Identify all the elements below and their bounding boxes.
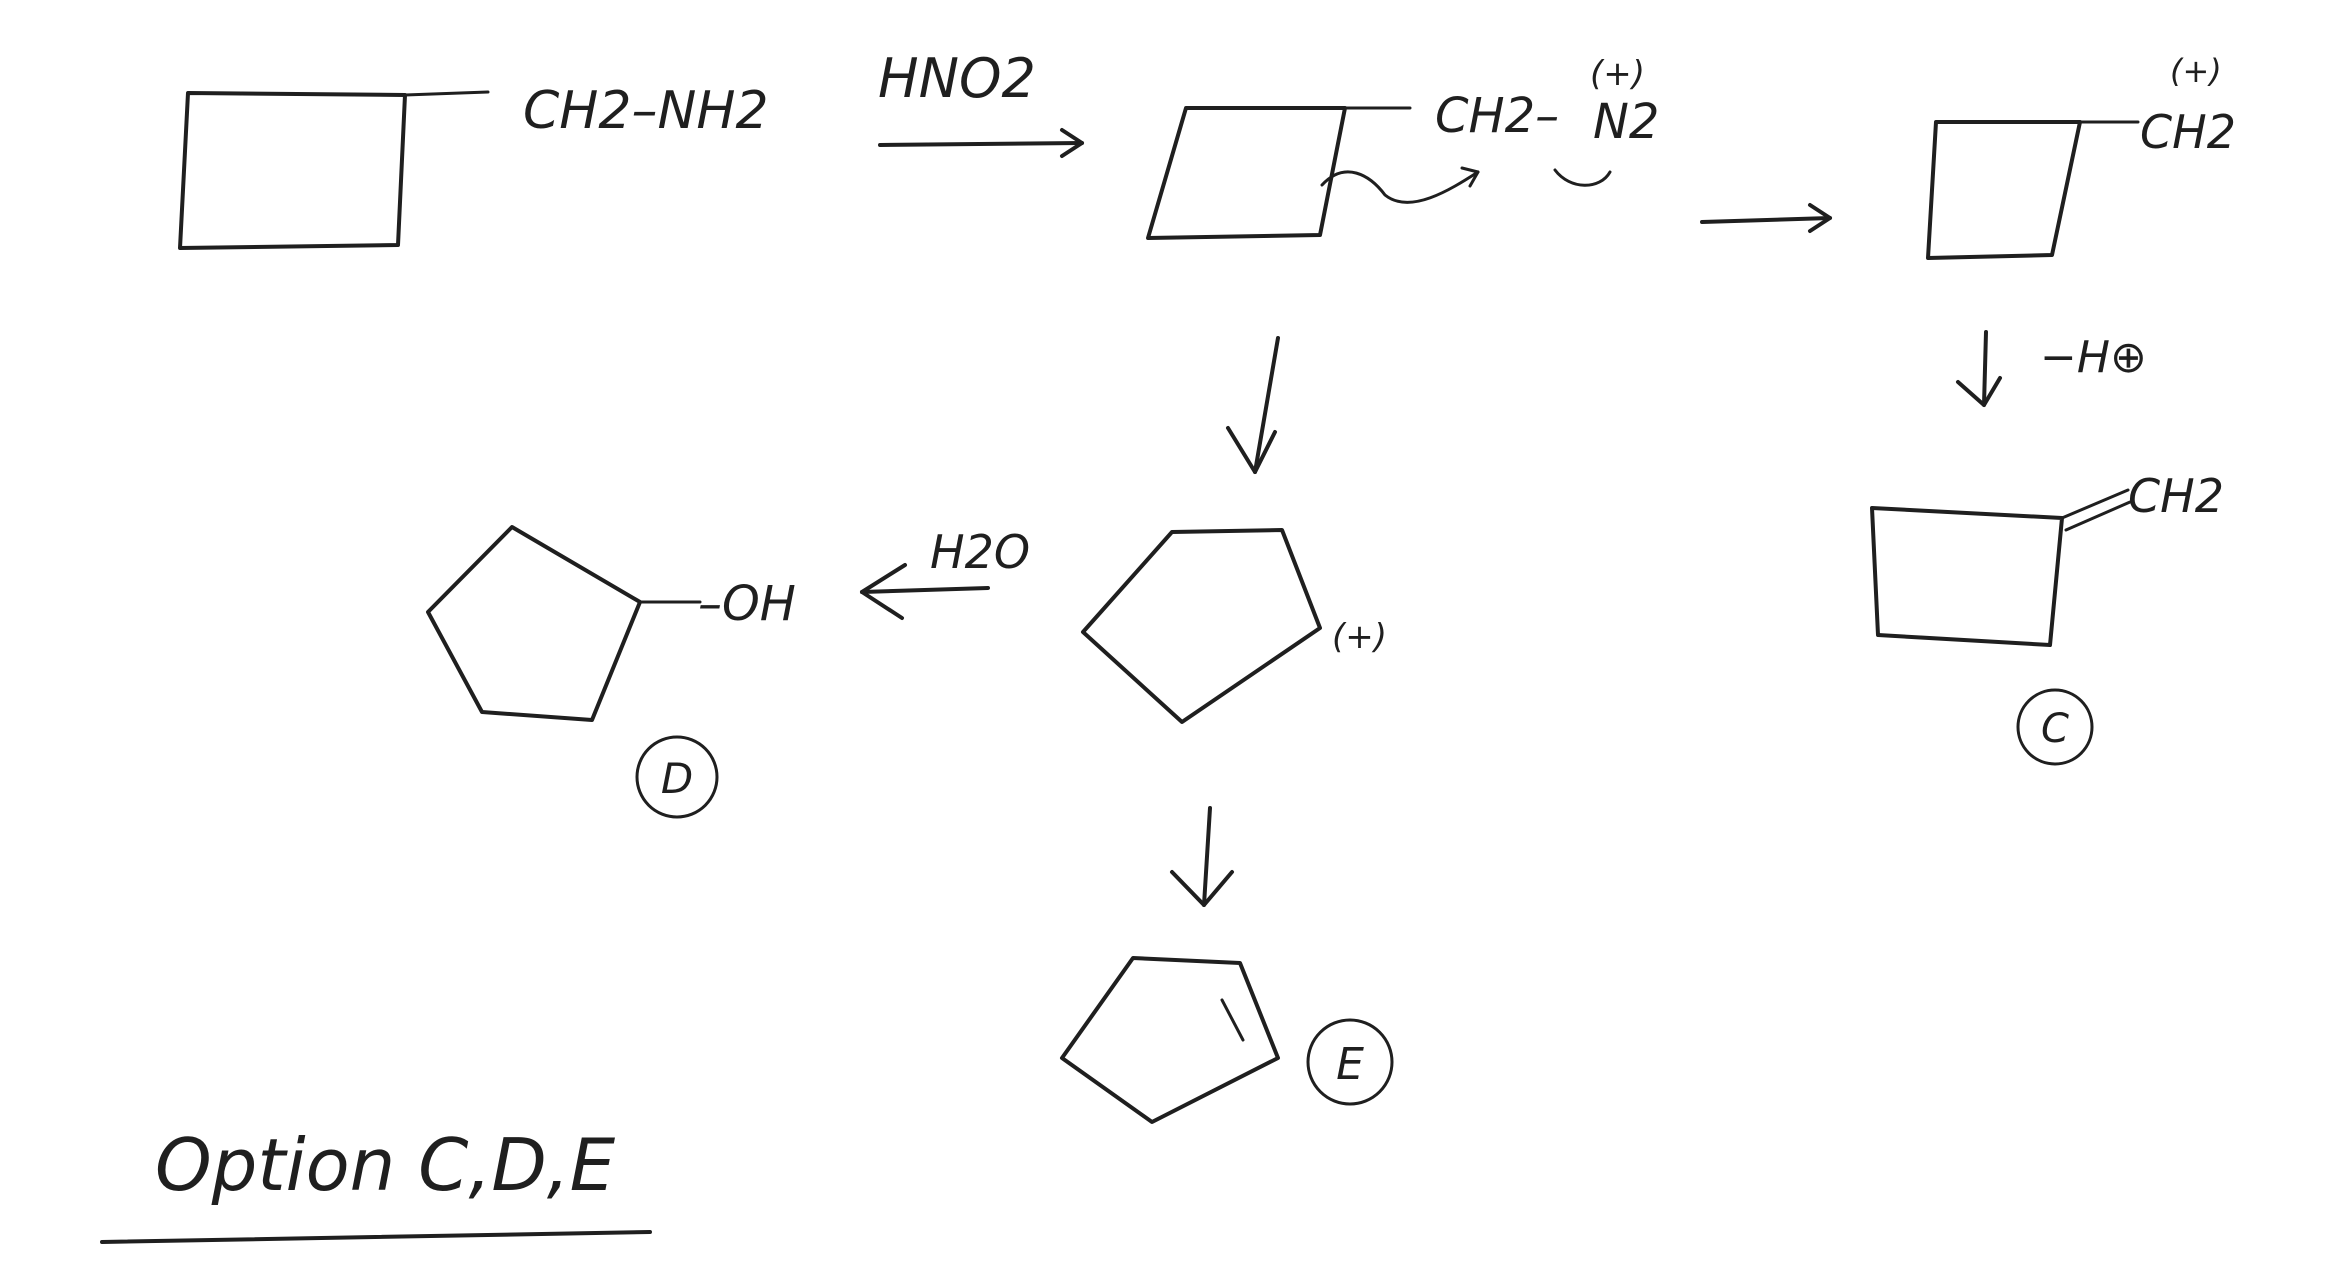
methylenecyclobutane-ring — [1870, 488, 2132, 647]
product-e-label: E — [1306, 1018, 1394, 1106]
reagent-hno2: HNO2 — [878, 47, 1036, 110]
cyclobutane-ring-start — [178, 90, 490, 250]
cyclopentanol-ring — [426, 525, 702, 722]
carbocation-charge: (+) — [2170, 52, 2222, 90]
reaction-arrow-2 — [1700, 203, 1832, 233]
product-c-label: C — [2016, 688, 2094, 766]
reaction-arrow-elimination — [1956, 330, 2002, 407]
reaction-arrow-deprotonation — [1170, 806, 1234, 907]
diazonium-ch2-label: CH2– — [1435, 88, 1559, 144]
alcohol-oh-label: –OH — [698, 576, 796, 632]
svg-text:C: C — [2041, 706, 2069, 752]
answer-underline — [100, 1230, 652, 1244]
start-group-label: CH2–NH2 — [523, 81, 769, 141]
reagent-h2o: H2O — [930, 525, 1030, 579]
cyclopentyl-cation-ring — [1081, 528, 1322, 724]
carbocation-ch2-label: CH2 — [2140, 105, 2236, 159]
cyclobutane-ring-diazonium — [1146, 106, 1612, 240]
diazonium-n2-label: N2 — [1593, 94, 1659, 150]
cyclopentene-ring — [1060, 956, 1280, 1124]
ring-cation-charge: (+) — [1332, 617, 1387, 657]
reaction-arrow-rearrangement — [1226, 336, 1280, 474]
diazonium-charge: (+) — [1590, 54, 1645, 94]
svg-text:E: E — [1336, 1039, 1364, 1090]
reaction-arrow-1 — [878, 128, 1084, 158]
product-d-label: D — [635, 735, 719, 819]
reaction-arrow-hydrolysis — [860, 563, 990, 620]
cyclobutane-ring-carbocation — [1926, 120, 2140, 260]
answer-text: Option C,D,E — [155, 1123, 616, 1207]
alkene-ch2-label: CH2 — [2128, 469, 2224, 523]
svg-text:D: D — [661, 754, 693, 803]
reagent-minus-h: −H⊕ — [2040, 332, 2147, 383]
